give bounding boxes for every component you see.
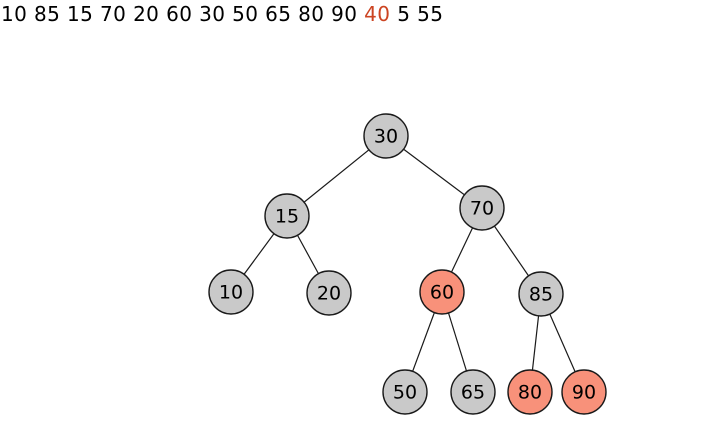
tree-node-80: 80 (507, 369, 553, 415)
node-circle-highlighted (419, 269, 465, 315)
insertion-sequence: 10 85 15 70 20 60 30 50 65 80 90 40 5 55 (1, 0, 443, 28)
node-circle (518, 271, 564, 317)
node-circle (208, 269, 254, 315)
sequence-number: 5 (397, 2, 411, 26)
node-circle (459, 185, 505, 231)
node-label: 20 (317, 283, 341, 305)
sequence-number: 55 (417, 2, 444, 26)
tree-node-20: 20 (306, 270, 352, 316)
tree-node-70: 70 (459, 185, 505, 231)
tree-node-30: 30 (363, 113, 409, 159)
tree-node-60: 60 (419, 269, 465, 315)
sequence-number: 20 (133, 2, 160, 26)
tree-node-90: 90 (561, 369, 607, 415)
sequence-number: 30 (199, 2, 226, 26)
node-circle (264, 193, 310, 239)
node-label: 10 (219, 282, 243, 304)
tree-node-50: 50 (382, 369, 428, 415)
node-label: 50 (393, 382, 417, 404)
node-label: 15 (275, 206, 299, 228)
node-circle (450, 369, 496, 415)
sequence-number: 15 (67, 2, 94, 26)
sequence-number: 60 (166, 2, 193, 26)
node-label: 30 (374, 126, 398, 148)
sequence-number-highlighted: 40 (364, 2, 391, 26)
node-circle (363, 113, 409, 159)
node-circle (306, 270, 352, 316)
node-circle (382, 369, 428, 415)
sequence-number: 10 (1, 2, 28, 26)
node-circle-highlighted (507, 369, 553, 415)
node-label: 60 (430, 282, 454, 304)
node-label: 70 (470, 198, 494, 220)
sequence-number: 70 (100, 2, 127, 26)
sequence-number: 50 (232, 2, 259, 26)
node-label: 80 (518, 382, 542, 404)
sequence-number: 90 (331, 2, 358, 26)
node-circle-highlighted (561, 369, 607, 415)
sequence-number: 85 (34, 2, 61, 26)
node-label: 65 (461, 382, 485, 404)
tree-node-65: 65 (450, 369, 496, 415)
sequence-number: 80 (298, 2, 325, 26)
node-label: 85 (529, 284, 553, 306)
tree-node-15: 15 (264, 193, 310, 239)
tree-node-85: 85 (518, 271, 564, 317)
tree-node-10: 10 (208, 269, 254, 315)
sequence-number: 65 (265, 2, 292, 26)
node-label: 90 (572, 382, 596, 404)
